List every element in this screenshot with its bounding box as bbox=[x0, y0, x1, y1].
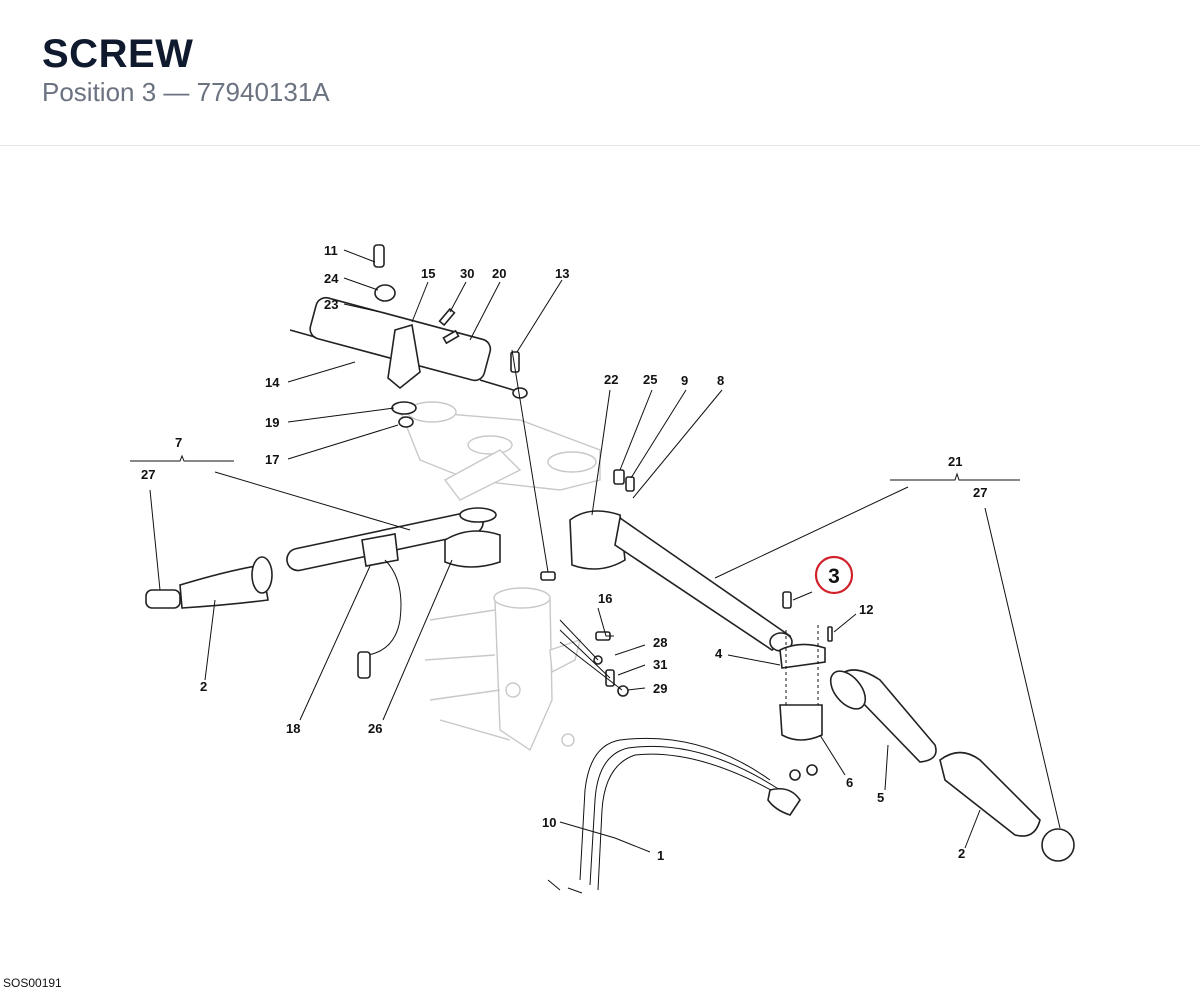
callout-17: 17 bbox=[265, 452, 279, 467]
callout-11: 11 bbox=[324, 243, 338, 258]
part-subtitle: Position 3 — 77940131A bbox=[42, 77, 330, 107]
callout-10: 10 bbox=[542, 815, 556, 830]
callout-2-right: 2 bbox=[958, 846, 965, 861]
callout-13: 13 bbox=[555, 266, 569, 281]
highlighted-callout[interactable]: 3 bbox=[814, 555, 854, 595]
callout-22: 22 bbox=[604, 372, 618, 387]
exploded-parts-diagram: 11 24 23 15 30 20 13 14 19 17 22 25 9 8 … bbox=[0, 146, 1200, 991]
triple-clamp-ghost bbox=[398, 401, 601, 501]
callout-5: 5 bbox=[877, 790, 884, 805]
steering-damper bbox=[289, 244, 528, 428]
callout-1: 1 bbox=[657, 848, 664, 863]
callout-6: 6 bbox=[846, 775, 853, 790]
part-title: SCREW bbox=[42, 32, 194, 76]
right-handlebar bbox=[540, 469, 793, 652]
callout-29: 29 bbox=[653, 681, 667, 696]
reference-code: SOS00191 bbox=[3, 976, 62, 990]
throttle-assembly bbox=[779, 591, 1075, 862]
left-handlebar bbox=[145, 507, 501, 679]
callout-14: 14 bbox=[265, 375, 280, 390]
callout-labels: 11 24 23 15 30 20 13 14 19 17 22 25 9 8 … bbox=[141, 243, 987, 863]
highlight-label: 3 bbox=[828, 565, 840, 588]
callout-15: 15 bbox=[421, 266, 435, 281]
callout-24: 24 bbox=[324, 271, 339, 286]
callout-25: 25 bbox=[643, 372, 657, 387]
callout-7: 7 bbox=[175, 435, 182, 450]
callout-30: 30 bbox=[460, 266, 474, 281]
callout-19: 19 bbox=[265, 415, 279, 430]
callout-27-left: 27 bbox=[141, 467, 155, 482]
highlight-ring bbox=[814, 555, 854, 595]
callout-28: 28 bbox=[653, 635, 667, 650]
throttle-cables bbox=[579, 737, 818, 891]
diagram-svg: 11 24 23 15 30 20 13 14 19 17 22 25 9 8 … bbox=[130, 243, 1075, 894]
frame-hardware bbox=[593, 631, 629, 697]
callout-26: 26 bbox=[368, 721, 382, 736]
callout-18: 18 bbox=[286, 721, 300, 736]
callout-12: 12 bbox=[859, 602, 873, 617]
callout-9: 9 bbox=[681, 373, 688, 388]
page-header: SCREW Position 3 — 77940131A bbox=[0, 0, 1200, 146]
callout-8: 8 bbox=[717, 373, 724, 388]
callout-2-left: 2 bbox=[200, 679, 207, 694]
callout-31: 31 bbox=[653, 657, 667, 672]
callout-16: 16 bbox=[598, 591, 612, 606]
leader-lines bbox=[130, 249, 1061, 894]
frame-ghost bbox=[424, 587, 581, 752]
callout-27-right: 27 bbox=[973, 485, 987, 500]
callout-4: 4 bbox=[715, 646, 723, 661]
callout-21: 21 bbox=[948, 454, 962, 469]
callout-23: 23 bbox=[324, 297, 338, 312]
callout-20: 20 bbox=[492, 266, 506, 281]
